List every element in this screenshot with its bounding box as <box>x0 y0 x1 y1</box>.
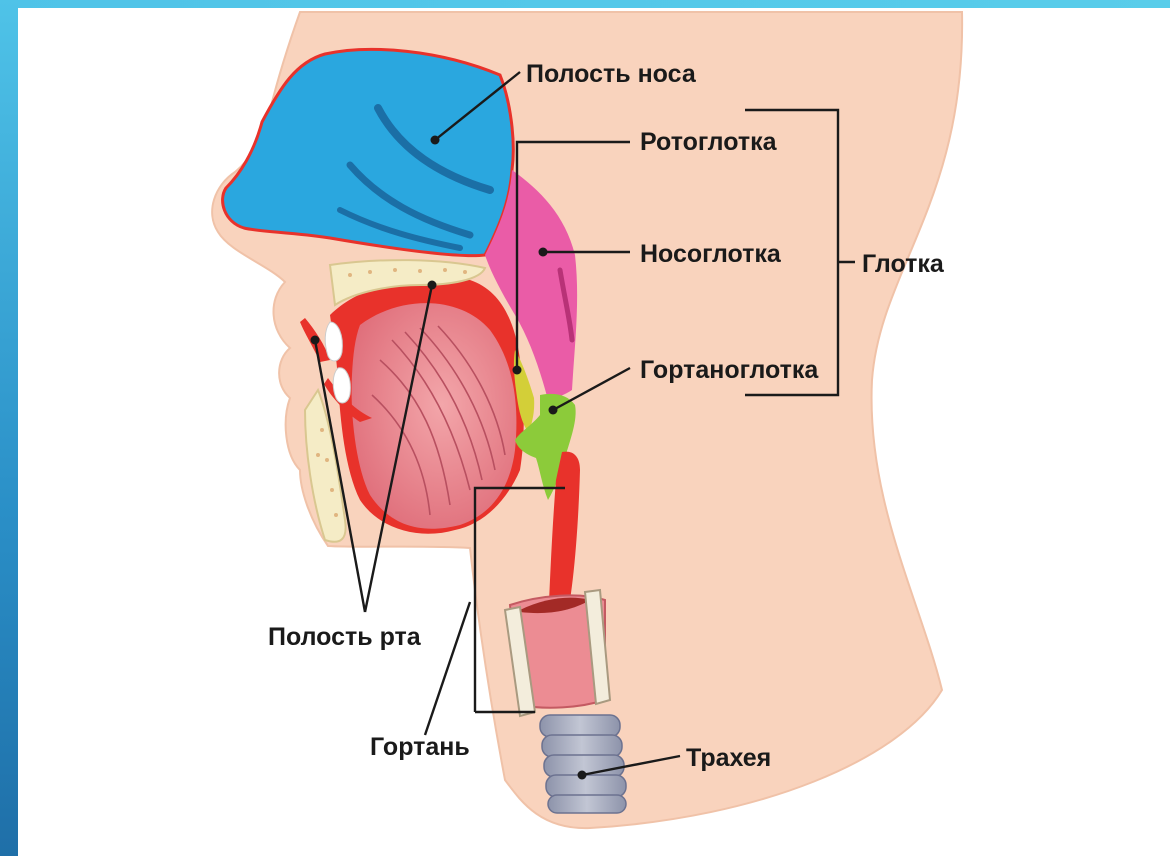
oropharynx-dot <box>513 366 522 375</box>
oral-cavity-dot-lips <box>311 336 320 345</box>
trachea-dot <box>578 771 587 780</box>
trachea-rings <box>540 715 626 813</box>
label-oral-cavity: Полость рта <box>268 623 422 651</box>
label-larynx: Гортань <box>370 733 470 761</box>
laryngopharynx-dot <box>549 406 558 415</box>
nasopharynx-dot <box>539 248 548 257</box>
label-laryngopharynx: Гортаноглотка <box>640 356 819 384</box>
label-oropharynx: Ротоглотка <box>640 128 778 156</box>
label-nasopharynx: Носоглотка <box>640 240 782 268</box>
label-trachea: Трахея <box>686 744 771 772</box>
label-nasal-cavity: Полость носа <box>526 60 697 88</box>
oral-cavity-dot-palate <box>428 281 437 290</box>
tongue <box>352 303 517 529</box>
nasal-cavity-dot <box>431 136 440 145</box>
label-pharynx: Глотка <box>862 250 945 278</box>
